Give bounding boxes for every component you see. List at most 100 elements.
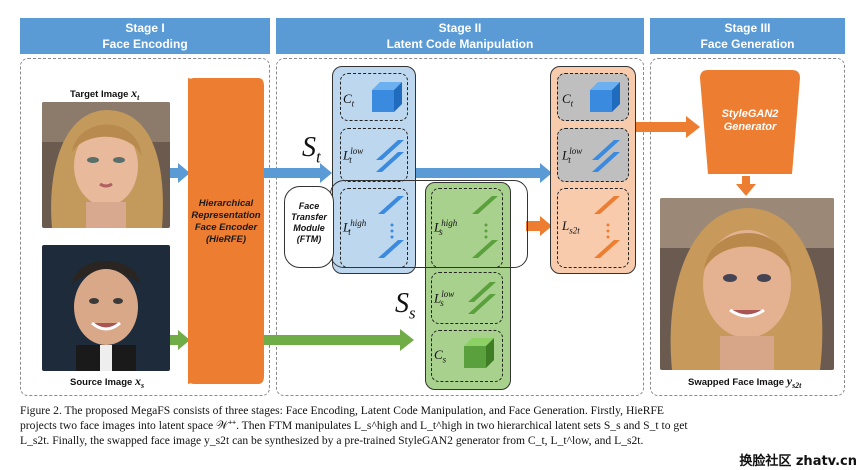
outlt-sup: low — [569, 146, 583, 156]
lshigh-base: L — [434, 219, 442, 235]
swapped-sub: s2t — [792, 380, 802, 390]
outct-base: C — [562, 91, 571, 106]
stage-3-header: Stage III Face Generation — [650, 18, 845, 54]
cube-icon-out-ct — [590, 82, 620, 112]
encoder-line-4: (HieRFE) — [205, 234, 247, 245]
ftm-line-3: Module — [293, 223, 325, 233]
ss-sub: s — [409, 303, 416, 323]
code-box-ct — [340, 73, 408, 121]
cube-icon-cs — [464, 338, 494, 368]
code-box-cs — [431, 330, 503, 382]
label-out-ls2t: Ls2t — [562, 218, 580, 236]
slab-icon-lt-high — [378, 196, 404, 258]
target-label-text: Target Image — [70, 89, 129, 100]
st-sub: t — [316, 147, 321, 167]
outls2t-base: L — [562, 218, 570, 233]
code-box-out-lt-low — [557, 128, 629, 182]
lthigh-sup: high — [350, 218, 367, 228]
source-var: x — [134, 374, 141, 388]
swapped-label-text: Swapped Face Image — [688, 377, 785, 388]
encoder-label: Hierarchical Representation Face Encoder… — [188, 198, 264, 246]
ltlow-sup: low — [350, 146, 364, 156]
source-face-image — [42, 245, 170, 371]
arrow-target-to-encoder — [170, 163, 190, 183]
latent-icons — [372, 82, 620, 368]
stage-2-header: Stage II Latent Code Manipulation — [276, 18, 644, 54]
lshigh-sup: high — [441, 218, 458, 228]
arrow-encoder-to-ss — [262, 329, 414, 351]
label-lt-high: Lhight — [343, 218, 366, 237]
encoder-line-3: Face Encoder — [194, 222, 258, 233]
stage-2-panel — [276, 58, 644, 396]
generator-label: StyleGAN2 Generator — [700, 108, 800, 134]
stage-3-title: Stage III — [724, 21, 771, 35]
ftm-line-4: (FTM) — [296, 234, 322, 244]
source-label-text: Source Image — [70, 377, 133, 388]
code-box-lt-low — [340, 128, 408, 182]
outls2t-sub: s2t — [569, 225, 580, 236]
slab-icon-out-lt-low — [592, 140, 620, 172]
cs-sub: s — [442, 354, 447, 365]
caption-line-1: Figure 2. The proposed MegaFS consists o… — [20, 404, 664, 417]
swapped-face-image — [660, 198, 834, 370]
lslow-sup: low — [441, 289, 455, 299]
stage-1-title: Stage I — [125, 21, 165, 35]
outct-sub: t — [570, 98, 574, 109]
swapped-image-label: Swapped Face Image ys2t — [688, 374, 801, 390]
slab-icon-lt-low — [376, 140, 404, 172]
ct-base: C — [343, 91, 352, 106]
ftm-line-1: Face — [298, 201, 320, 211]
lthigh-sub: t — [348, 226, 351, 237]
arrow-output-to-generator — [636, 116, 700, 138]
lslow-base: L — [434, 290, 442, 306]
arrow-encoder-to-st — [262, 163, 332, 183]
code-box-out-ls2t — [557, 188, 629, 268]
lshigh-sub: s — [439, 226, 443, 237]
st-base: S — [302, 132, 316, 163]
label-cs: Cs — [434, 347, 446, 365]
swapped-var: y — [786, 374, 793, 388]
generator-line-2: Generator — [723, 121, 777, 133]
slab-icon-ls-high — [472, 196, 498, 258]
ftm-line-2: Transfer — [291, 212, 327, 222]
generator-block — [700, 70, 800, 174]
source-image-label: Source Image xs — [70, 374, 144, 390]
stage-1-panel — [20, 58, 270, 396]
arrow-generator-to-output — [736, 176, 756, 196]
arrow-ftm-to-ls2t — [526, 216, 552, 236]
stage-2-title: Stage II — [438, 21, 482, 35]
cube-icon-ct — [372, 82, 402, 112]
label-ls-high: Lhighs — [434, 218, 457, 237]
slab-icon-ls2t — [594, 196, 620, 258]
watermark: 换脸社区 zhatv.cn — [739, 454, 857, 469]
stage-3-subtitle: Face Generation — [700, 37, 795, 51]
outlt-base: L — [562, 147, 570, 163]
label-ls-low: Llows — [434, 289, 454, 308]
label-out-lt-low: Llowt — [562, 146, 582, 165]
cs-base: C — [434, 347, 443, 362]
source-sub: s — [140, 380, 145, 390]
label-lt-low: Llowt — [343, 146, 363, 165]
encoder-line-2: Representation — [191, 210, 261, 221]
generator-line-1: StyleGAN2 — [721, 108, 779, 120]
caption-line-2: projects two face images into latent spa… — [20, 419, 688, 432]
caption-line-3: L_s2t. Finally, the swapped face image y… — [20, 434, 644, 447]
stage-1-subtitle: Face Encoding — [102, 37, 188, 51]
target-face-image — [42, 102, 170, 228]
lslow-sub: s — [440, 297, 444, 308]
figure-caption: Figure 2. The proposed MegaFS consists o… — [20, 403, 850, 448]
set-label-ss: Ss — [395, 288, 416, 324]
flow-arrows — [170, 116, 756, 351]
label-ct: Ct — [343, 91, 354, 109]
target-sub: t — [137, 92, 140, 102]
ct-sub: t — [351, 98, 355, 109]
ltlow-base: L — [343, 147, 351, 163]
ftm-label: Face Transfer Module (FTM) — [284, 186, 334, 268]
code-box-ls-low — [431, 272, 503, 324]
set-label-st: St — [302, 132, 321, 168]
stage-3-panel — [650, 58, 845, 396]
slab-icon-ls-low — [468, 282, 496, 314]
label-out-ct: Ct — [562, 91, 573, 109]
encoder-block — [188, 78, 264, 384]
encoder-line-1: Hierarchical — [198, 198, 254, 209]
